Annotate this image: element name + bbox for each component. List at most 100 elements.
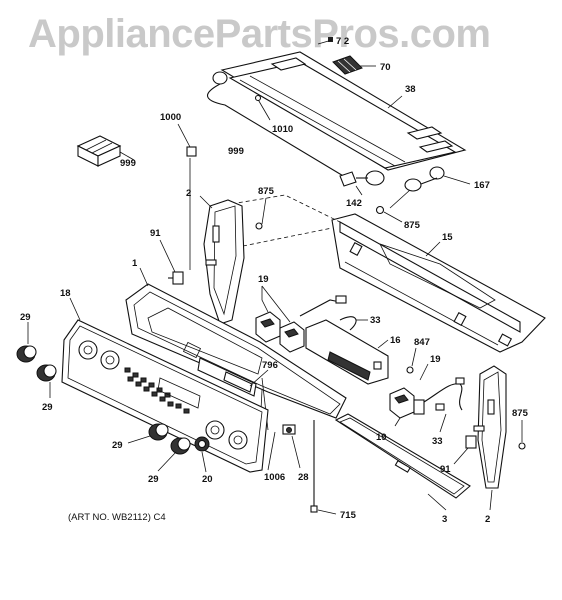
part-29-knob-left-bottom [36,364,57,382]
leader-2-right [489,489,493,511]
part-38-vent-trim [212,51,467,180]
part-167-socket [404,177,438,192]
guide-line-mid [242,227,333,247]
callout-29-c: 29 [112,440,123,451]
part-15-back-panel [331,213,546,353]
leader-167 [443,175,471,185]
part-875-screw-upper [375,205,385,215]
leader-18 [69,297,81,321]
part-2-end-cap-right [473,365,507,489]
callout-847: 847 [414,337,430,348]
leader-91-left [159,239,176,273]
wire-connector-b [435,403,445,411]
callout-875-mid: 875 [258,186,275,197]
part-19-switch-a [255,311,281,343]
part-1000-clip [186,146,197,157]
callout-91-right: 91 [440,464,451,475]
leader-1 [139,267,149,287]
part-29-knob-bottom-left [148,423,169,441]
leader-796 [249,369,269,387]
callout-1000: 1000 [160,112,181,123]
part-142-connector [339,170,385,187]
callout-875-right: 875 [512,408,529,419]
part-18-overlay-panel [61,319,269,473]
callout-3: 3 [442,514,447,525]
leader-33-lower [439,413,447,433]
leader-15 [425,241,441,257]
callout-91-left: 91 [150,228,161,239]
leader-16 [377,339,389,349]
callout-999-block: 999 [120,158,136,169]
wire-lead-a [299,299,341,317]
part-28-spring-clip [282,424,296,435]
callout-19-b: 19 [430,354,441,365]
leader-1006 [267,431,276,471]
callout-29-b: 29 [42,402,53,413]
leader-19-c [394,417,401,427]
leader-72 [317,39,333,45]
callout-142: 142 [346,198,362,209]
callout-28: 28 [298,472,309,483]
leader-29-d [157,451,177,472]
callout-19-c: 19 [376,432,387,443]
guide-line-upper [224,194,341,223]
part-847-screw [406,366,414,374]
callout-796: 796 [262,360,278,371]
part-3-bottom-trim [334,413,471,499]
part-715-screw [310,420,318,513]
callout-33-lower: 33 [432,436,443,447]
part-999-connector-block [76,135,122,167]
part-29-knob-left-top [16,345,37,363]
leader-38 [387,95,403,109]
part-1010-grommet [254,94,262,102]
watermark: AppliancePartsPros.com [28,12,491,56]
leader-875-upper [383,211,403,223]
callout-70: 70 [380,62,391,73]
leader-1000 [177,123,191,148]
part-72-fastener [328,37,333,42]
part-20-bezel-ring [194,436,210,452]
leader-19-right [419,363,429,381]
leader-20 [201,451,207,473]
part-19-switch-b [279,321,305,353]
leader-167-b [389,189,411,209]
leader-19-a [261,286,269,313]
leader-847 [411,347,417,367]
callout-1010: 1010 [272,124,293,135]
callout-38: 38 [405,84,416,95]
leader-2-left [199,195,213,209]
wire-lead-33-upper [339,316,357,331]
callout-29-a: 29 [20,312,31,323]
callout-2-left: 2 [186,188,191,199]
callout-999-wire: 999 [228,146,244,157]
wire-connector-a [335,295,347,304]
callout-15: 15 [442,232,453,243]
art-number: (ART NO. WB2112) C4 [68,512,166,523]
leader-19-b [261,285,291,323]
callout-29-d: 29 [148,474,159,485]
leader-875-mid [261,197,267,225]
leader-29-c [127,435,151,444]
part-16-control-module [305,319,389,385]
callout-875-upper: 875 [404,220,421,231]
callout-19-a: 19 [258,274,269,285]
leader-999-block [119,151,135,161]
part-875-screw-right [518,442,526,450]
callout-167: 167 [474,180,490,191]
part-29-knob-bottom-right [170,437,191,455]
part-70-clip [332,55,363,75]
callout-16: 16 [390,335,401,346]
wire-harness-999 [206,83,351,181]
leader-91-right [453,447,469,465]
callout-1: 1 [132,258,138,269]
wire-connector-c [455,377,465,385]
callout-1006: 1006 [264,472,285,483]
part-19-switch-c [389,387,425,419]
leader-142 [355,185,363,196]
part-91-clip-right [465,435,477,449]
callout-20: 20 [202,474,213,485]
leader-3 [427,493,447,511]
callout-715: 715 [340,510,357,521]
leader-28 [291,435,301,469]
